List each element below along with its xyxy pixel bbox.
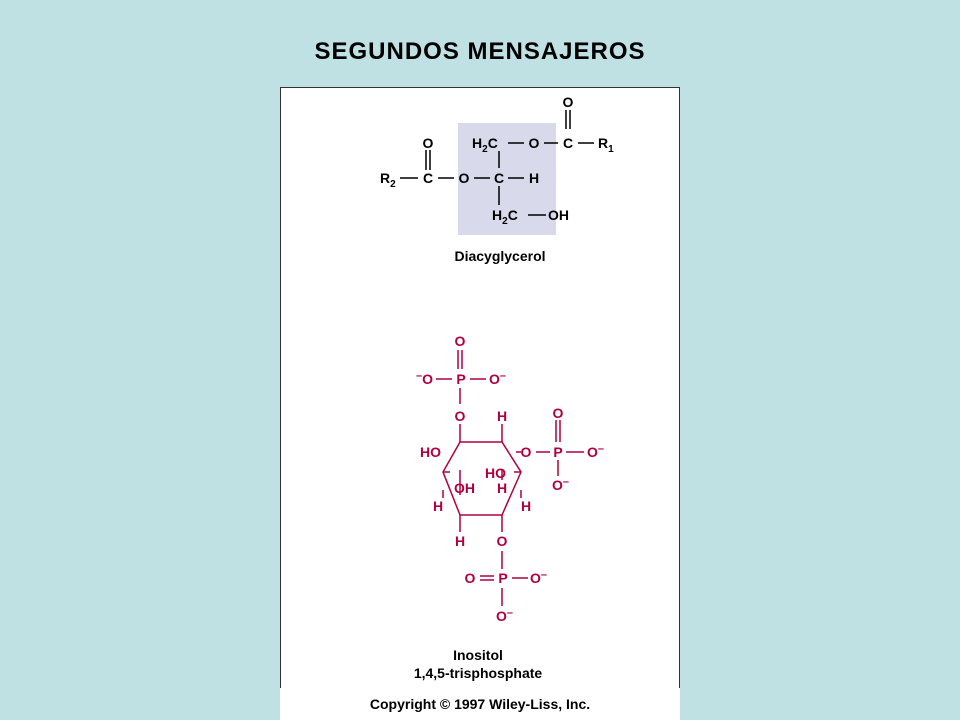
atom-c-carbonyl2: C	[423, 170, 433, 186]
atom-p2-o-bottom: O–	[552, 476, 569, 493]
atom-o-ester2: O	[459, 170, 470, 186]
atom-h-right: H	[521, 498, 531, 514]
atom-r2: R2	[380, 170, 396, 190]
atom-c-center: C	[494, 170, 504, 186]
inositol-label-line2: 1,4,5-trisphosphate	[414, 665, 543, 681]
atom-p1-o-left: –O	[416, 370, 433, 387]
atom-h2c-bottom: H2C	[492, 207, 518, 227]
atom-p3-o-bottom: O–	[496, 607, 513, 624]
atom-ho-inner: HO	[485, 465, 506, 481]
atom-h-inner: H	[497, 480, 507, 496]
atom-r1: R1	[598, 135, 614, 155]
glycerol-backbone-highlight	[458, 123, 556, 235]
atom-h-left: H	[433, 498, 443, 514]
atom-p1-p: P	[456, 371, 465, 387]
copyright-text: Copyright © 1997 Wiley-Liss, Inc.	[369, 696, 591, 712]
atom-p3-o-left: O	[465, 570, 476, 586]
atom-o-ester1: O	[529, 135, 540, 151]
atom-ring-h-top: H	[497, 408, 507, 424]
inositol-trisphosphate-structure: O –O P O– O H O HO O P O– HO OH H O– H H…	[414, 333, 604, 681]
inositol-label-line1: Inositol	[453, 647, 503, 663]
atom-p1-o-right: O–	[489, 370, 506, 387]
atom-ring-o-top: O	[455, 408, 466, 424]
page-title: SEGUNDOS MENSAJEROS	[314, 38, 646, 65]
atom-h2c-top: H2C	[472, 135, 498, 155]
atom-p3-o-right: O–	[530, 569, 547, 586]
atom-p2-p: P	[553, 444, 562, 460]
atom-oh-inner: OH	[454, 480, 475, 496]
atom-p2-o-right: O–	[587, 443, 604, 460]
atom-o-carbonyl1: O	[563, 94, 574, 110]
atom-ring-o-right: O	[521, 444, 532, 460]
atom-ho-left: HO	[420, 444, 441, 460]
atom-oh: OH	[548, 207, 569, 223]
atom-p3-p: P	[498, 570, 507, 586]
atom-h-center: H	[529, 170, 539, 186]
diacylglycerol-structure: O H2C O C R1 O R2 C O C H H2C OH Diacygl…	[380, 94, 614, 264]
diacylglycerol-label: Diacyglycerol	[454, 248, 545, 264]
atom-o-carbonyl2: O	[423, 135, 434, 151]
atom-p1-o-top: O	[455, 333, 466, 349]
atom-h-bottom: H	[455, 533, 465, 549]
atom-c-carbonyl1: C	[563, 135, 573, 151]
atom-ring-o-bottom: O	[497, 533, 508, 549]
atom-p2-o-top: O	[553, 405, 564, 421]
footer: Copyright © 1997 Wiley-Liss, Inc.	[280, 688, 680, 720]
